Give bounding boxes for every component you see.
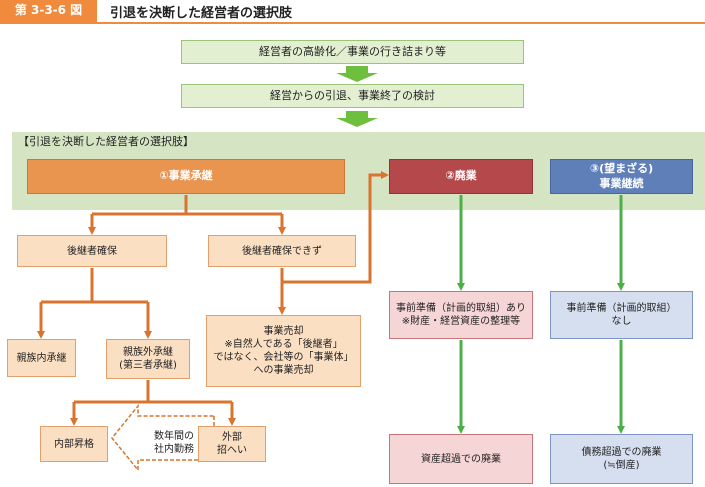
successor-not-found-box: 後継者確保できず bbox=[208, 235, 356, 267]
external-hire-box: 外部 招へい bbox=[198, 426, 266, 462]
option-closure: ②廃業 bbox=[389, 159, 533, 194]
title-underline bbox=[0, 22, 705, 24]
closure-result-box: 資産超過での廃業 bbox=[389, 434, 533, 484]
flow-step-trigger: 経営者の高齢化／事業の行き詰まり等 bbox=[181, 40, 524, 64]
flow-step-consider: 経営からの引退、事業終了の検討 bbox=[181, 84, 524, 108]
option-continuation: ③(望まざる) 事業継続 bbox=[550, 159, 693, 194]
business-sale-box: 事業売却 ※自然人である「後継者」 ではなく、会社等の「事業体」 への事業売却 bbox=[206, 315, 361, 387]
closure-connectors bbox=[457, 195, 625, 434]
figure-title: 引退を決断した経営者の選択肢 bbox=[110, 5, 293, 21]
continuation-prep-box: 事前準備（計画的取組） なし bbox=[550, 291, 693, 339]
internal-promotion-box: 内部昇格 bbox=[40, 426, 108, 462]
flow-arrow-2 bbox=[336, 111, 378, 127]
figure-label: 第 3-3-6 図 bbox=[0, 0, 97, 22]
tenure-label: 数年間の 社内勤務 bbox=[154, 431, 194, 455]
flow-arrow-1 bbox=[336, 66, 378, 82]
non-family-succession-box: 親族外承継 (第三者承継) bbox=[106, 339, 190, 379]
succession-connectors bbox=[37, 171, 389, 426]
family-succession-box: 親族内承継 bbox=[7, 339, 76, 377]
closure-prep-box: 事前準備（計画的取組）あり ※財産・経営資産の整理等 bbox=[389, 291, 533, 339]
option-succession: ①事業承継 bbox=[27, 159, 345, 194]
successor-found-box: 後継者確保 bbox=[17, 235, 167, 267]
options-band-label: 【引退を決断した経営者の選択肢】 bbox=[18, 135, 194, 148]
continuation-result-box: 債務超過での廃業 (≒倒産) bbox=[550, 434, 693, 484]
